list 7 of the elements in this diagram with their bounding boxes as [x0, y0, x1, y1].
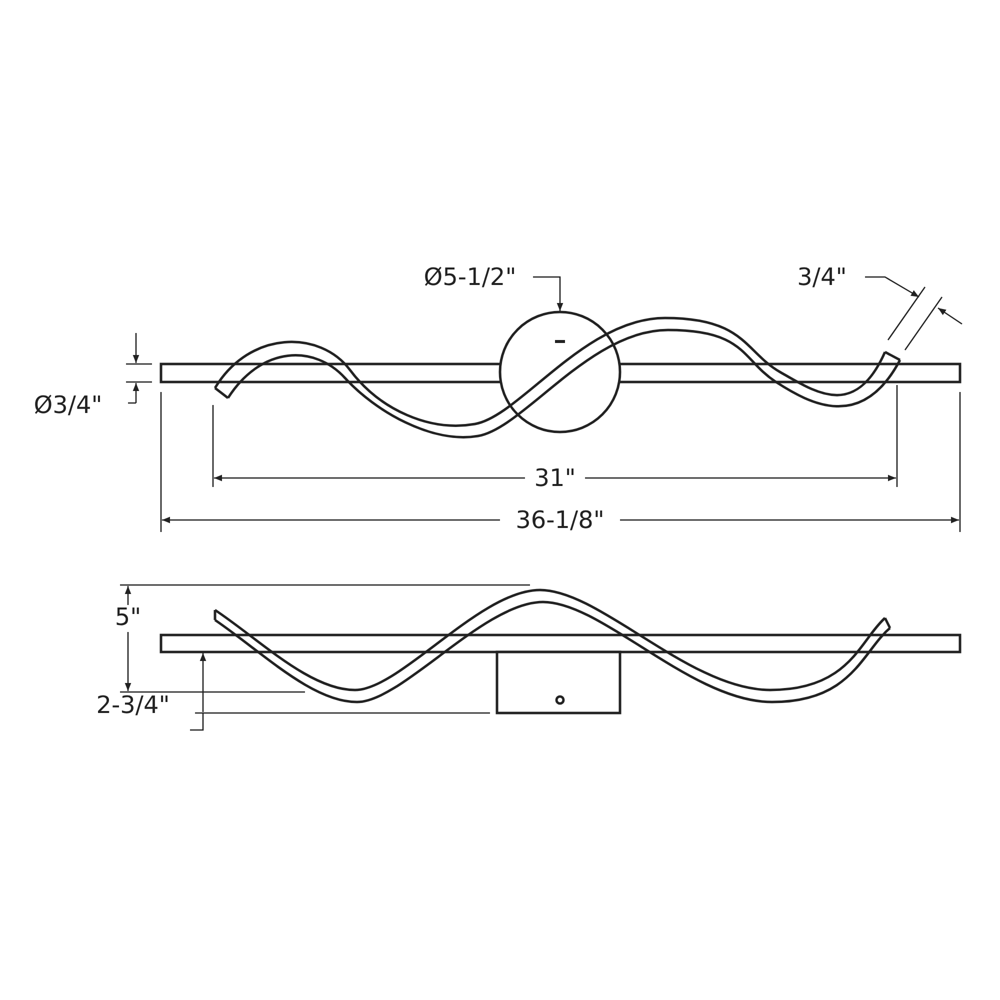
dimension-label: 3/4": [796, 264, 848, 290]
dimension-label: 36-1/8": [514, 507, 606, 533]
dimension-label: Ø3/4": [32, 392, 104, 418]
dimension-label: 2-3/4": [95, 692, 171, 718]
dimension-label: Ø5-1/2": [422, 264, 518, 290]
dimension-label: 31": [533, 465, 577, 491]
dimension-label: 5": [114, 604, 142, 630]
